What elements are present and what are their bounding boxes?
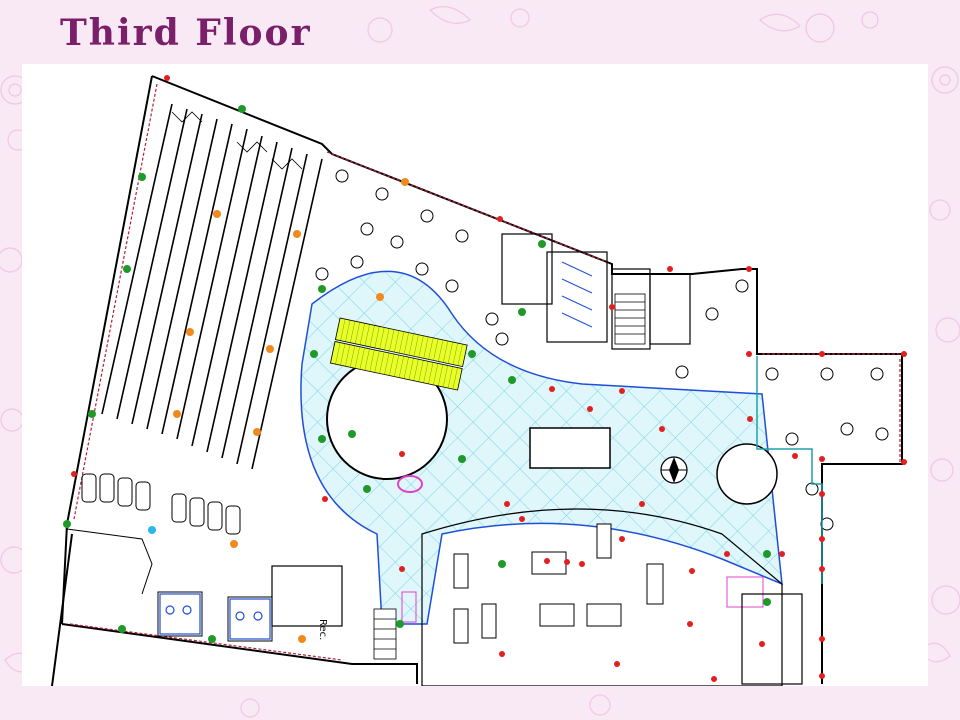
escalator xyxy=(329,317,468,391)
service-rooms xyxy=(66,528,273,642)
window-lines xyxy=(69,83,901,661)
game-tables xyxy=(401,523,764,644)
stair-icon xyxy=(373,293,646,660)
bowling-lanes xyxy=(101,103,323,470)
page-title: Third Floor xyxy=(60,12,312,54)
bowling-seating xyxy=(81,473,241,535)
floor-plan-drawing: Rec. xyxy=(51,75,907,686)
dining-tables xyxy=(315,169,889,531)
info-kiosk xyxy=(397,475,423,493)
markers-orange xyxy=(173,178,409,643)
right-atrium-void xyxy=(716,443,778,505)
floor-plan: Rec. xyxy=(22,64,928,686)
arcade-area xyxy=(421,508,783,686)
kitchen-fixtures xyxy=(561,261,593,328)
markers-cyan xyxy=(148,526,156,534)
compass-icon xyxy=(660,456,688,484)
markers-red xyxy=(71,75,907,682)
reception-label: Rec. xyxy=(317,619,328,640)
bowling-pins xyxy=(171,111,303,170)
corridor-void xyxy=(529,427,611,469)
markers-green xyxy=(63,105,771,643)
right-wing-outline xyxy=(756,356,823,584)
toilet-icon xyxy=(159,593,271,640)
